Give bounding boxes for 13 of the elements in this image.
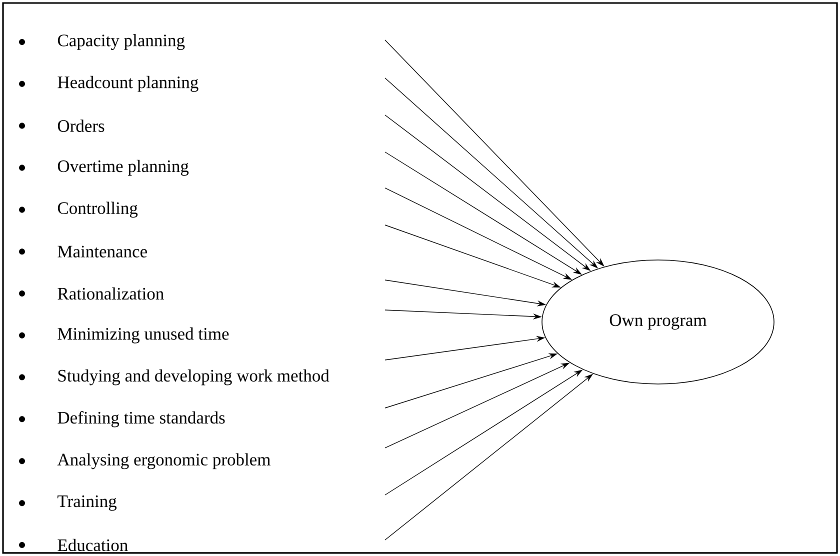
list-item: Overtime planning: [58, 160, 189, 176]
list-item: Orders: [58, 120, 104, 132]
list-item: Education: [58, 538, 128, 552]
list-item: Defining time standards: [58, 411, 225, 428]
list-item: Rationalization: [58, 287, 164, 300]
list-item: Analysing ergonomic problem: [57, 453, 270, 470]
list-item: Headcount planning: [58, 76, 198, 92]
list-item: Minimizing unused time: [58, 327, 229, 344]
list-item: Controlling: [58, 202, 138, 218]
list-item: Maintenance: [58, 246, 147, 258]
list-item: Training: [58, 495, 117, 511]
list-item: Studying and developing work method: [58, 369, 330, 386]
list-item: Capacity planning: [58, 34, 185, 50]
